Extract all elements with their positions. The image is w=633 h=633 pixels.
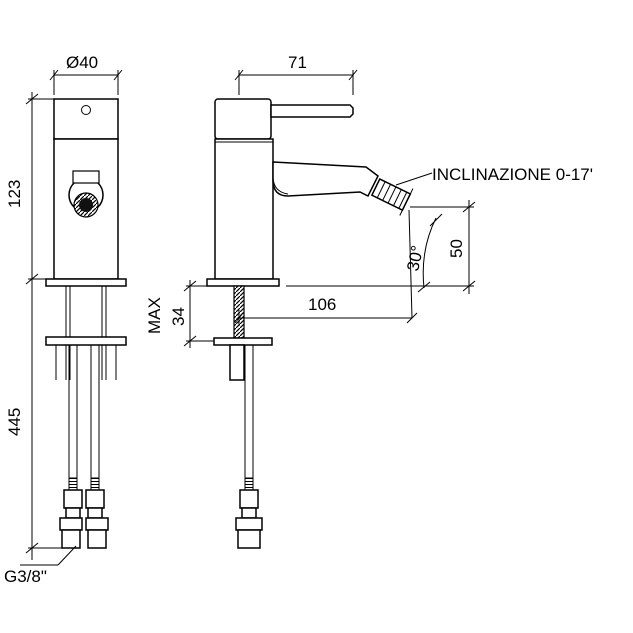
front-view: Ø40 <box>4 53 127 586</box>
base-front <box>45 278 127 287</box>
lever-cap-side <box>214 98 272 140</box>
thread-callout: G3/8" <box>4 545 77 586</box>
fixing-plate-front <box>45 336 127 346</box>
diameter-label: Ø40 <box>66 53 98 72</box>
width-71-dimension: 71 <box>234 53 358 95</box>
max-34-label: 34 <box>169 307 188 326</box>
diameter-dimension: Ø40 <box>49 53 123 95</box>
inclination-callout: INCLINAZIONE 0-17' <box>395 165 593 186</box>
thread-label: G3/8" <box>4 567 47 586</box>
height-50-label: 50 <box>447 239 466 258</box>
hoses-front <box>59 345 109 549</box>
fixing-plate-side <box>213 337 273 346</box>
body-side <box>214 138 274 280</box>
inclination-label: INCLINAZIONE 0-17' <box>432 165 593 184</box>
angle-30-label: 30° <box>403 244 427 273</box>
angle-30-dimension: 30° <box>403 209 443 319</box>
reach-106-label: 106 <box>308 295 336 314</box>
hose-445-label: 445 <box>5 408 24 436</box>
nozzle-side <box>370 178 414 216</box>
indicator-dot <box>81 105 91 115</box>
reach-106-dimension: 106 <box>234 295 418 326</box>
height-50-dimension: 50 <box>286 200 476 294</box>
spout <box>272 161 379 198</box>
base-side <box>206 278 280 287</box>
width-71-label: 71 <box>288 53 307 72</box>
height-123-dimension: 123 <box>5 92 54 290</box>
max-34-dimension: MAX 34 <box>145 280 214 348</box>
hose-445-dimension: 445 <box>5 290 62 560</box>
lever-handle <box>270 104 354 118</box>
height-123-label: 123 <box>5 180 24 208</box>
max-label: MAX <box>145 297 164 334</box>
side-view: 71 <box>145 53 593 549</box>
